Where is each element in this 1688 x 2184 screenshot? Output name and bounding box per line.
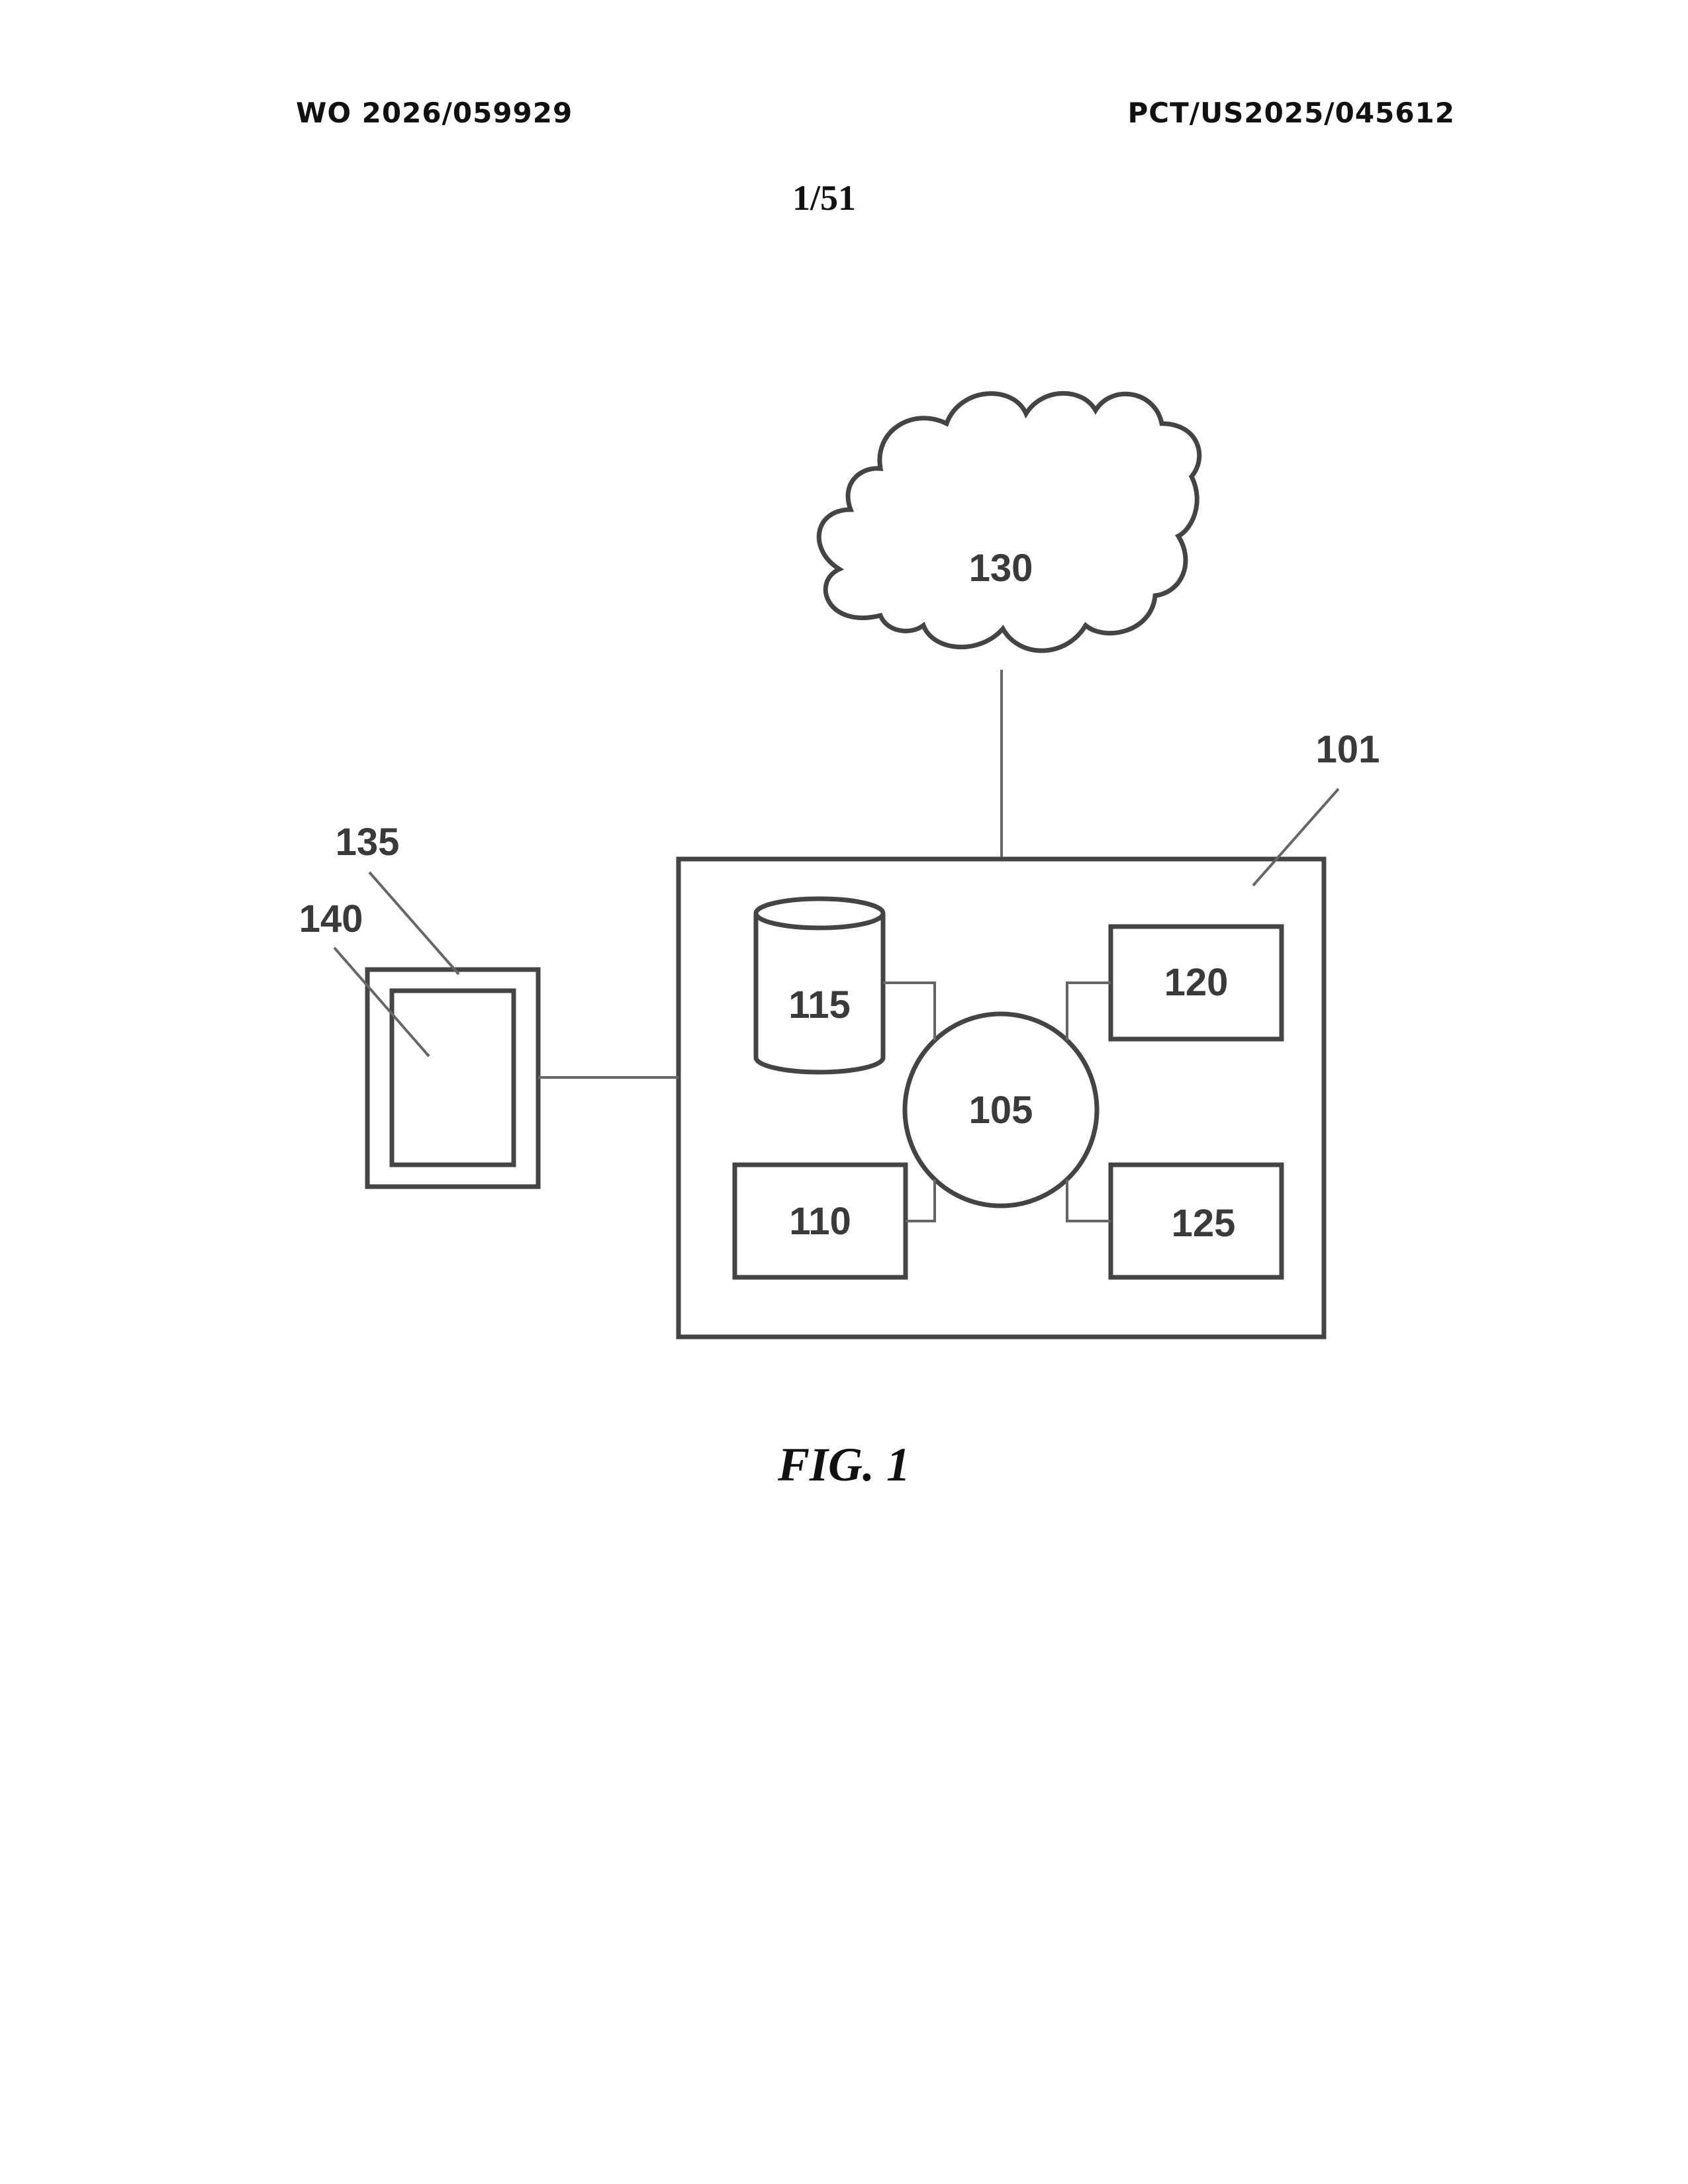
database-cylinder: 115 — [756, 899, 883, 1072]
component-125-box: 125 — [1111, 1165, 1282, 1277]
figure-caption: FIG. 1 — [0, 1437, 1688, 1492]
component-120-box: 120 — [1111, 927, 1282, 1039]
component-110-box: 110 — [735, 1165, 906, 1277]
processor-circle: 105 — [905, 1014, 1097, 1206]
database-label: 115 — [788, 983, 851, 1026]
component-120-label: 120 — [1164, 961, 1229, 1004]
processor-label: 105 — [969, 1089, 1033, 1132]
display-label: 140 — [299, 897, 363, 940]
client-device — [367, 970, 538, 1187]
network-cloud: 130 — [819, 393, 1199, 651]
component-125-label: 125 — [1172, 1202, 1236, 1245]
device-leader-line — [369, 872, 459, 974]
network-label: 130 — [969, 547, 1033, 590]
component-110-label: 110 — [789, 1200, 851, 1243]
system-label: 101 — [1316, 728, 1380, 771]
device-label: 135 — [336, 821, 400, 864]
